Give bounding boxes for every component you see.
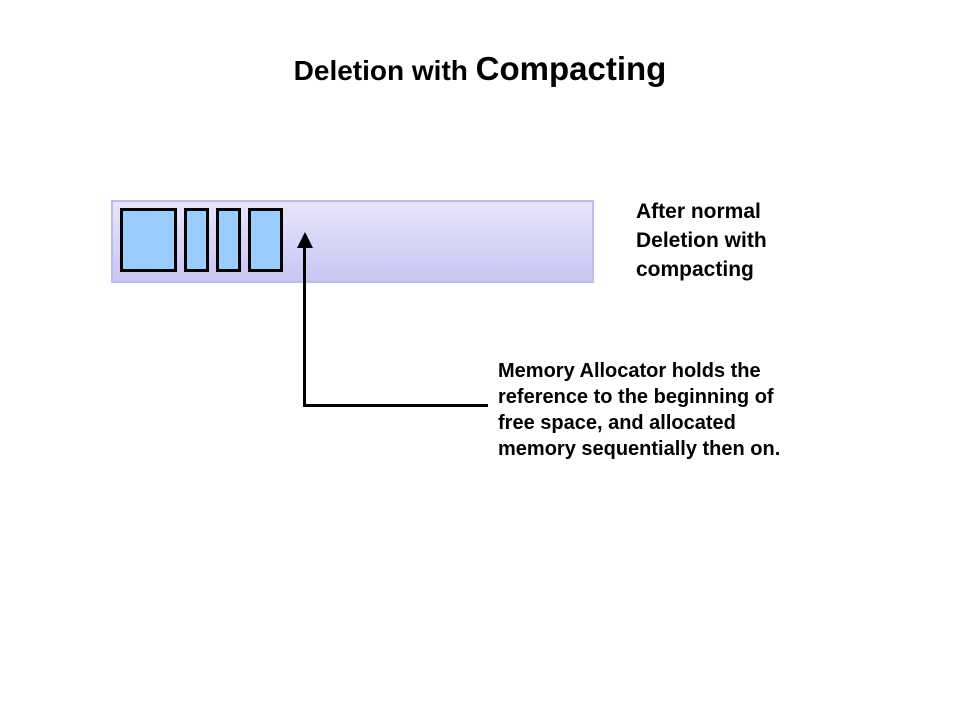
allocated-block-1 — [120, 208, 177, 272]
title-emphasis-text: Compacting — [475, 50, 667, 87]
allocated-block-2 — [184, 208, 209, 272]
title-text: Deletion with — [293, 55, 476, 86]
memory-strip — [111, 200, 594, 283]
allocator-pointer-line-horizontal — [303, 404, 488, 407]
allocated-block-3 — [216, 208, 241, 272]
allocator-pointer-line-vertical — [303, 246, 306, 407]
arrow-up-icon — [297, 232, 313, 248]
allocated-block-4 — [248, 208, 283, 272]
slide-title: Deletion with Compacting — [0, 50, 960, 88]
allocator-annotation: Memory Allocator holds the reference to … — [498, 360, 781, 460]
after-deletion-label: After normal Deletion with compacting — [636, 200, 767, 281]
